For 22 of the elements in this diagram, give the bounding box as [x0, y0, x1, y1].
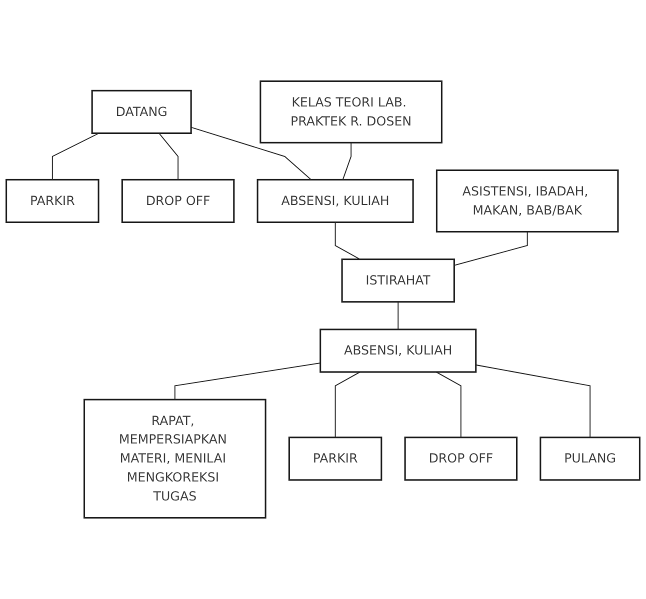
node-box: PARKIR [288, 436, 382, 481]
connector [190, 126, 312, 180]
node-box: PARKIR [6, 178, 100, 224]
node-box: DROP OFF [404, 436, 518, 481]
node-box: ABSENSI, KULIAH [256, 178, 414, 224]
connector [52, 132, 100, 180]
connector [476, 364, 591, 438]
node-box: ABSENSI, KULIAH [320, 328, 477, 373]
node-box: DROP OFF [121, 178, 235, 224]
connector [158, 132, 179, 180]
node-box: PULANG [540, 436, 640, 481]
connector [398, 302, 399, 330]
node-box: RAPAT, MEMPERSIAPKAN MATERI, MENILAI MENGKOREKSI TUGAS [83, 398, 266, 519]
connector [454, 232, 528, 266]
node-box: KELAS TEORI LAB. PRAKTEK R. DOSEN [260, 80, 442, 144]
connector [436, 372, 462, 438]
node-box: DATANG [91, 90, 192, 134]
connector [334, 372, 360, 438]
node-box: ASISTENSI, IBADAH, MAKAN, BAB/BAK [436, 169, 619, 232]
node-box: ISTIRAHAT [341, 258, 455, 303]
connector [342, 142, 352, 180]
connector [174, 362, 320, 400]
